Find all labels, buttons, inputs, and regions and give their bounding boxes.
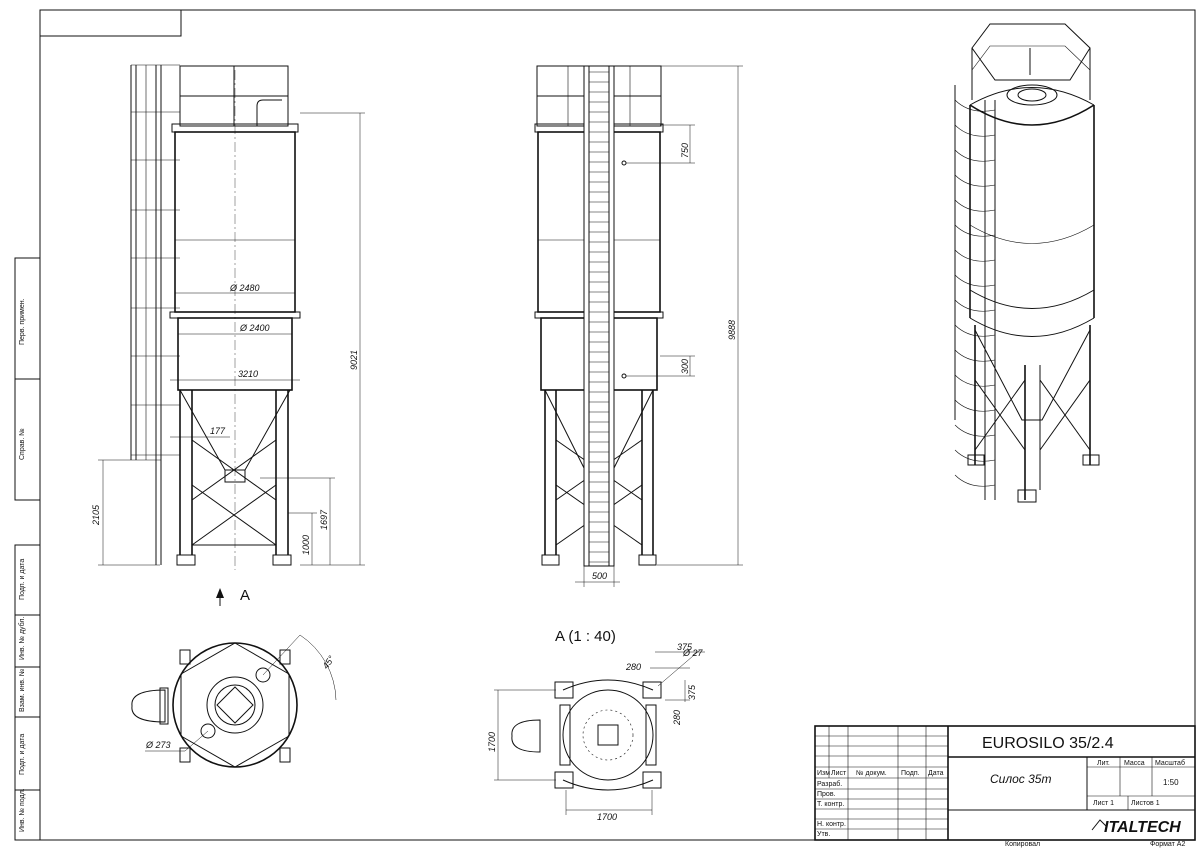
dim-375-side: 375 bbox=[687, 684, 697, 700]
dim-375-top: 375 bbox=[677, 642, 693, 652]
italtech-logo-mark bbox=[1091, 819, 1107, 831]
stamp-label-podl: Инв. № подл. bbox=[19, 788, 26, 832]
role-razrab: Разраб. bbox=[817, 780, 842, 788]
view-a-title: A (1 : 40) bbox=[555, 628, 616, 645]
dim-dia-2480: Ø 2480 bbox=[229, 283, 260, 293]
isometric-view bbox=[954, 23, 1100, 503]
dim-750: 750 bbox=[680, 143, 690, 158]
title-block: Изм Лист № докум. Подп. Дата Разраб. Про… bbox=[814, 725, 1196, 848]
view-a: A (1 : 40) 375 Ø 27 280 375 280 1700 170… bbox=[487, 628, 705, 822]
dim-dia-273: Ø 273 bbox=[145, 740, 171, 750]
dim-dia-27: Ø 27 bbox=[682, 648, 704, 658]
col-izm: Изм bbox=[817, 770, 830, 777]
dim-9888: 9888 bbox=[727, 320, 737, 340]
product-title: EUROSILO 35/2.4 bbox=[982, 735, 1114, 752]
dim-300: 300 bbox=[680, 359, 690, 374]
stamp-label-podp2: Подп. и дата bbox=[19, 734, 26, 775]
side-stamp: Перв. примен. Справ. № Подп. и дата Инв.… bbox=[14, 257, 41, 841]
stamp-label-perv: Перв. примен. bbox=[19, 298, 26, 345]
role-tkontr: Т. контр. bbox=[817, 801, 844, 808]
dim-1000: 1000 bbox=[301, 535, 311, 555]
role-prov: Пров. bbox=[817, 791, 836, 798]
stamp-label-podp1: Подп. и дата bbox=[19, 559, 26, 600]
dim-177: 177 bbox=[210, 426, 226, 436]
dim-dia-2400: Ø 2400 bbox=[239, 323, 270, 333]
iso-ladder-cage bbox=[954, 99, 996, 487]
stamp-label-sprav: Справ. № bbox=[19, 428, 26, 460]
role-utv: Утв. bbox=[817, 831, 830, 838]
dim-45deg: 45° bbox=[320, 654, 336, 671]
stamp-label-dubl: Инв. № дубл. bbox=[18, 617, 26, 660]
sheet-count: Листов 1 bbox=[1131, 800, 1160, 807]
col-list: Лист bbox=[831, 770, 847, 777]
dim-3210: 3210 bbox=[238, 369, 258, 379]
front-view: A Ø 2480 Ø 2400 3210 177 9021 2105 1697 … bbox=[91, 64, 365, 606]
dim-280-top: 280 bbox=[625, 662, 641, 672]
col-dokum: № докум. bbox=[856, 770, 887, 777]
mass-label: Масса bbox=[1124, 760, 1145, 767]
dim-2105: 2105 bbox=[91, 504, 101, 526]
scale-value: 1:50 bbox=[1163, 778, 1179, 787]
copied-label: Копировал bbox=[1005, 841, 1040, 848]
col-data: Дата bbox=[928, 770, 944, 777]
top-left-stamp-box bbox=[39, 9, 182, 37]
dim-1700-v: 1700 bbox=[487, 732, 497, 752]
scale-label: Масштаб bbox=[1155, 759, 1185, 767]
stamp-label-vzam: Взам. инв. № bbox=[19, 669, 26, 712]
sheet-frame bbox=[39, 9, 1196, 841]
dim-1700-h: 1700 bbox=[597, 812, 617, 822]
col-podp: Подп. bbox=[901, 770, 920, 777]
side-view: 750 300 9888 500 bbox=[534, 65, 743, 587]
dim-1697: 1697 bbox=[319, 509, 329, 530]
dim-280-side: 280 bbox=[672, 710, 682, 726]
plan-view: 45° Ø 273 bbox=[131, 634, 337, 768]
sheet-number: Лист 1 bbox=[1093, 800, 1114, 807]
side-ladder-rungs bbox=[589, 71, 609, 563]
format-label: Формат A2 bbox=[1150, 841, 1185, 848]
role-nkontr: Н. контр. bbox=[817, 821, 846, 828]
dim-9021: 9021 bbox=[349, 350, 359, 370]
lit-label: Лит. bbox=[1097, 760, 1110, 767]
company-logo: ITALTECH bbox=[1104, 819, 1181, 836]
product-name: Силос 35m bbox=[990, 772, 1051, 786]
view-mark-a: A bbox=[240, 587, 250, 604]
dim-500: 500 bbox=[592, 571, 607, 581]
